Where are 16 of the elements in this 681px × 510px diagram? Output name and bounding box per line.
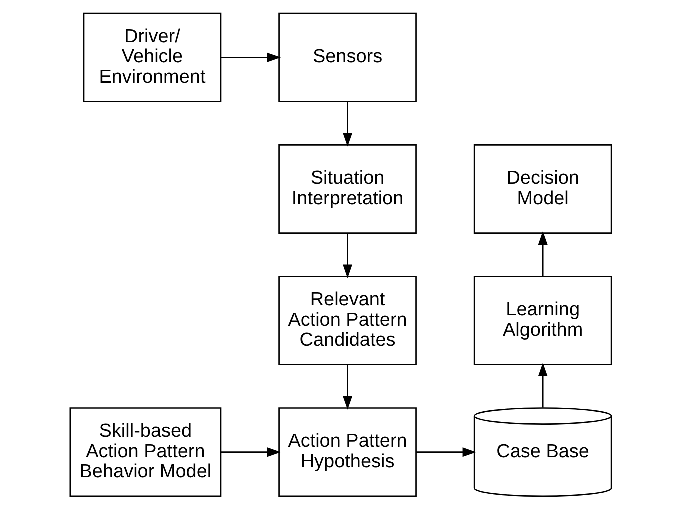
arrow	[220, 448, 281, 458]
node-box: Sensors	[278, 12, 416, 102]
node-box: Learning Algorithm	[473, 276, 612, 366]
arrow	[342, 233, 352, 278]
arrow	[220, 52, 281, 62]
node-box: Action Pattern Hypothesis	[278, 408, 416, 498]
node-box: Decision Model	[473, 144, 612, 234]
arrow	[416, 448, 476, 458]
arrow	[538, 231, 548, 276]
arrow	[342, 102, 352, 147]
arrow	[538, 362, 548, 408]
node-box: Relevant Action Pattern Candidates	[278, 276, 416, 366]
node-box: Situation Interpretation	[278, 144, 416, 234]
node-box: Driver/ Vehicle Environment	[82, 12, 222, 102]
node-box: Skill-based Action Pattern Behavior Model	[69, 408, 222, 498]
arrow	[342, 365, 352, 410]
